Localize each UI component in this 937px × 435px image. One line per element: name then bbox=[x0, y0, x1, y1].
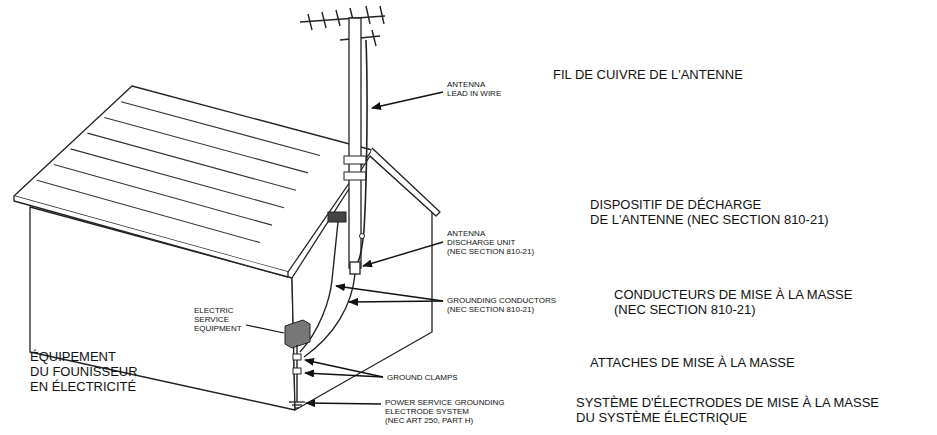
label-english: GROUNDING CONDUCTORS (NEC SECTION 810-21… bbox=[447, 296, 556, 314]
mast-bracket bbox=[344, 172, 366, 180]
label-english: ANTENNA LEAD IN WIRE bbox=[447, 80, 501, 98]
label-english: ELECTRIC SERVICE EQUIPMENT bbox=[194, 306, 242, 334]
leader-arrows bbox=[305, 92, 443, 404]
label-french: ÉQUIPEMENT DU FOUNISSEUR EN ÉLECTRICITÉ bbox=[30, 350, 138, 395]
ground-clamp bbox=[293, 354, 301, 360]
mast-bracket bbox=[344, 156, 366, 164]
label-french: ATTACHES DE MISE À LA MASSE bbox=[590, 356, 795, 371]
standoff bbox=[360, 234, 365, 239]
label-english: ANTENNA DISCHARGE UNIT (NEC SECTION 810-… bbox=[447, 229, 534, 257]
antenna-mast bbox=[349, 18, 361, 268]
label-english: POWER SERVICE GROUNDING ELECTRODE SYSTEM… bbox=[385, 398, 504, 426]
label-english: GROUND CLAMPS bbox=[387, 373, 458, 382]
electric-service-box bbox=[285, 320, 310, 348]
roof bbox=[14, 86, 372, 272]
roof-eave bbox=[14, 196, 288, 277]
label-french: CONDUCTEURS DE MISE À LA MASSE (NEC SECT… bbox=[614, 288, 852, 318]
roof-edge bbox=[370, 148, 440, 216]
leader-line bbox=[246, 325, 284, 333]
shingle-line bbox=[121, 102, 320, 156]
shingle-line bbox=[37, 180, 260, 242]
label-french: FIL DE CUIVRE DE L'ANTENNE bbox=[553, 68, 743, 83]
label-french: SYSTÈME D'ÉLECTRODES DE MISE À LA MASSE … bbox=[576, 396, 879, 426]
antenna bbox=[300, 6, 385, 48]
grounding-conductor bbox=[304, 274, 355, 357]
shingle-line bbox=[104, 117, 308, 172]
lead-in-wire bbox=[358, 40, 367, 262]
discharge-unit bbox=[350, 262, 360, 274]
roof-flashing bbox=[328, 212, 346, 222]
ground-clamp bbox=[293, 368, 301, 374]
ground-symbol bbox=[289, 402, 305, 408]
label-french: DISPOSITIF DE DÉCHARGE DE L'ANTENNE (NEC… bbox=[590, 198, 829, 228]
